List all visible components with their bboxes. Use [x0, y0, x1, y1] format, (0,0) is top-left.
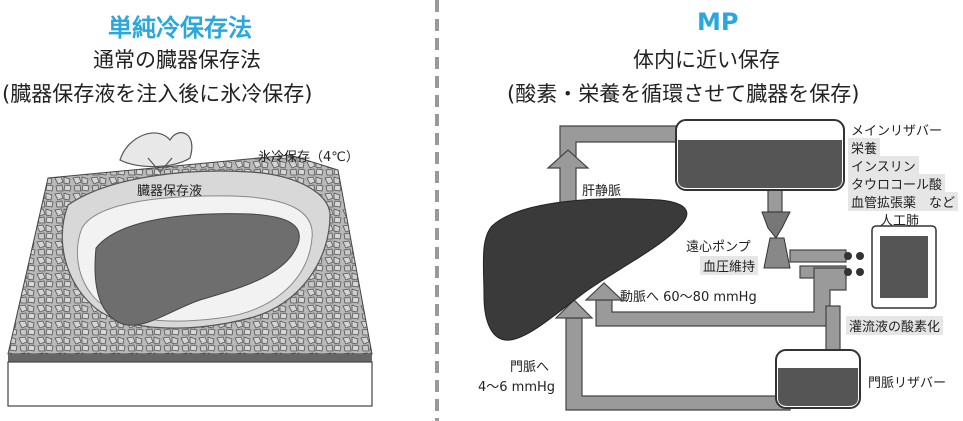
- right-panel-subtitle: 体内に近い保存: [633, 48, 780, 72]
- right-panel-title: MP: [697, 8, 739, 36]
- portal-reservoir-label: 門脈リザバー: [868, 376, 947, 391]
- left-panel-note: (臓器保存液を注入後に氷冷保存): [2, 82, 313, 106]
- main-reservoir-label: メインリザバー: [851, 124, 943, 139]
- artificial-lung-label: 人工肺: [880, 214, 920, 229]
- main-reservoir-tank: [675, 119, 845, 191]
- portal-vein-label: 門脈へ: [510, 360, 550, 375]
- left-panel-title: 単純冷保存法: [108, 14, 252, 42]
- liver-in-bag: [94, 213, 300, 326]
- artificial-lung-device: [844, 225, 937, 309]
- nutrient-item: インスリン: [848, 156, 919, 175]
- centrifugal-pump-label: 遠心ポンプ: [686, 240, 751, 255]
- liver-shape: [482, 198, 688, 341]
- ice-storage-label: 氷冷保存（4℃）: [258, 150, 359, 165]
- portal-reservoir-tank: [775, 349, 861, 409]
- artery-pressure-label: 動脈へ 60〜80 mmHg: [620, 290, 757, 305]
- pressure-maintenance-label: 血圧維持: [700, 256, 759, 275]
- nutrient-item: 血管拡張薬 など: [848, 192, 959, 211]
- hepatic-vein-label: 肝静脈: [582, 184, 622, 199]
- left-panel-subtitle: 通常の臓器保存法: [93, 48, 261, 72]
- portal-pressure-label: 4〜6 mmHg: [478, 380, 556, 395]
- solution-label: 臓器保存液: [137, 184, 203, 199]
- nutrient-item: タウロコール酸: [848, 174, 946, 193]
- centrifugal-pump-shape: [761, 211, 791, 269]
- right-panel-note: (酸素・栄養を循環させて臓器を保存): [507, 82, 860, 106]
- nutrient-item: 栄養: [848, 138, 881, 157]
- perfusion-oxygenation-label: 灌流液の酸素化: [846, 316, 944, 335]
